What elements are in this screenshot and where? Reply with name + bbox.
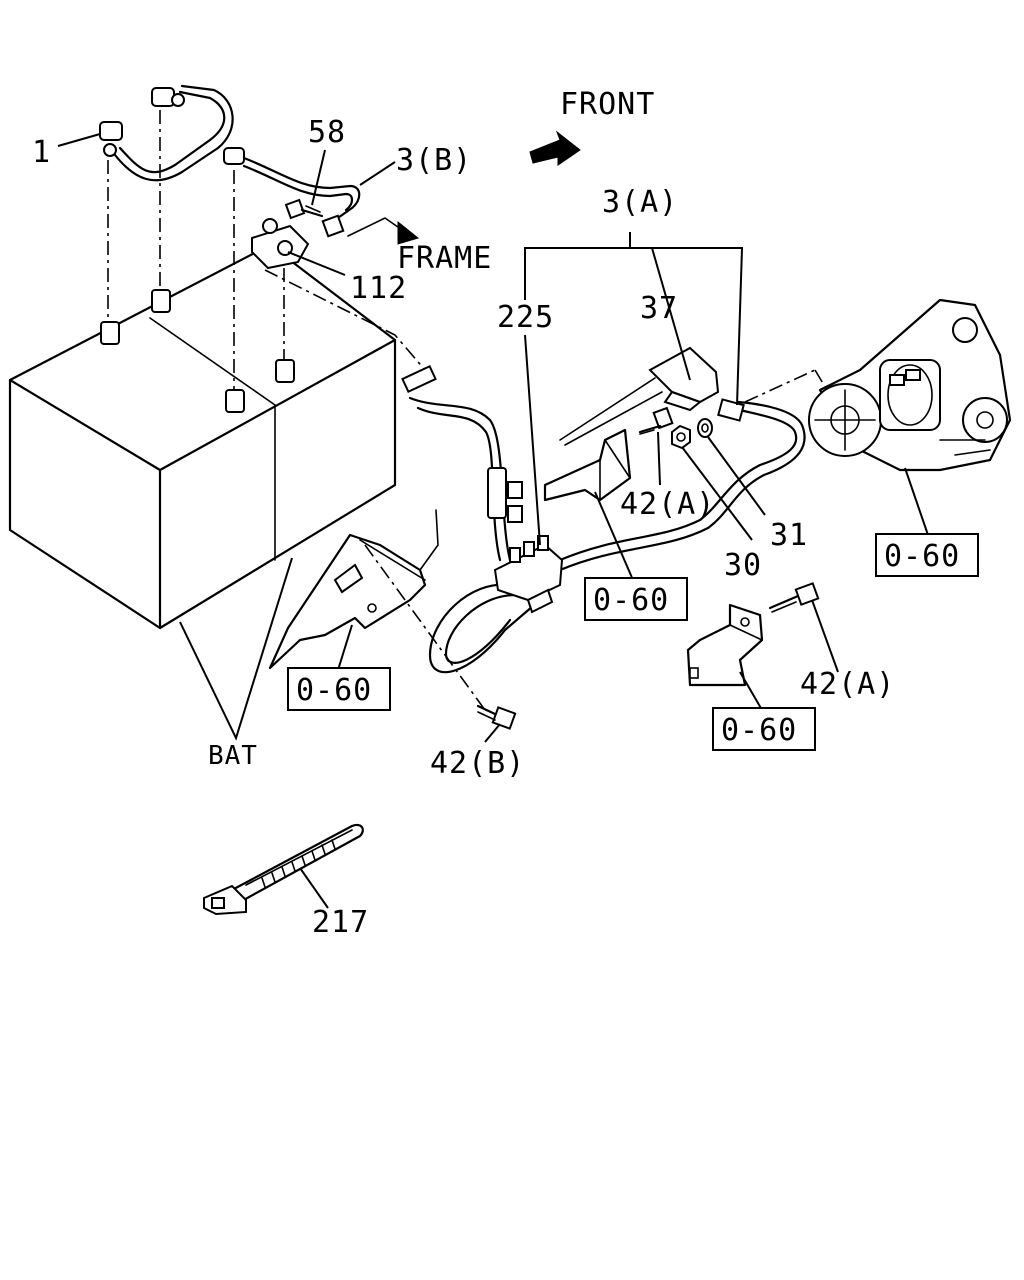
callout-42a-right: 42(A) bbox=[800, 667, 895, 702]
cable-tie-217 bbox=[203, 823, 364, 916]
reference-box-center: 0-60 bbox=[584, 577, 688, 621]
starter-motor bbox=[808, 298, 1012, 472]
front-label: FRONT bbox=[560, 87, 655, 122]
frame-label: FRAME bbox=[397, 241, 492, 276]
callout-112: 112 bbox=[350, 271, 407, 306]
callout-1: 1 bbox=[32, 135, 51, 170]
callout-58: 58 bbox=[308, 115, 346, 150]
battery-bracket-left bbox=[268, 509, 486, 711]
callout-225: 225 bbox=[497, 300, 554, 335]
battery-link-cable bbox=[99, 84, 234, 322]
reference-box-left: 0-60 bbox=[287, 667, 391, 711]
terminal-clamp-112 bbox=[251, 218, 310, 360]
bolt-58 bbox=[284, 198, 324, 220]
leader-lines bbox=[57, 133, 929, 909]
callout-217: 217 bbox=[312, 905, 369, 940]
battery bbox=[8, 243, 397, 630]
callout-42a-top: 42(A) bbox=[620, 487, 715, 522]
terminal-cover-37 bbox=[559, 346, 720, 446]
callout-30: 30 bbox=[724, 548, 762, 583]
starter-cable bbox=[264, 269, 831, 674]
callout-3a: 3(A) bbox=[602, 185, 678, 220]
cable-clip-225 bbox=[493, 535, 564, 614]
bolt-42b bbox=[476, 704, 517, 730]
callout-42b: 42(B) bbox=[430, 746, 525, 781]
cable-bracket-right bbox=[686, 603, 764, 687]
reference-box-starter: 0-60 bbox=[875, 533, 979, 577]
reference-box-bracket: 0-60 bbox=[712, 707, 816, 751]
cable-tie-teeth bbox=[261, 839, 336, 888]
reference-box-starter-label: 0-60 bbox=[884, 539, 960, 574]
cable-bracket-center bbox=[543, 428, 632, 502]
washer-31 bbox=[697, 418, 713, 438]
callout-bat: BAT bbox=[208, 741, 258, 771]
bolt-42a-right bbox=[768, 582, 820, 613]
bolt-42a-top bbox=[638, 406, 674, 435]
frame-ground-cable bbox=[223, 147, 420, 390]
callout-31: 31 bbox=[770, 518, 808, 553]
reference-box-left-label: 0-60 bbox=[296, 673, 372, 708]
front-arrow-icon bbox=[529, 130, 581, 166]
callout-3b: 3(B) bbox=[396, 143, 472, 178]
callout-37: 37 bbox=[640, 291, 678, 326]
reference-box-bracket-label: 0-60 bbox=[721, 713, 797, 748]
reference-box-center-label: 0-60 bbox=[593, 583, 669, 618]
nut-30 bbox=[671, 424, 691, 450]
